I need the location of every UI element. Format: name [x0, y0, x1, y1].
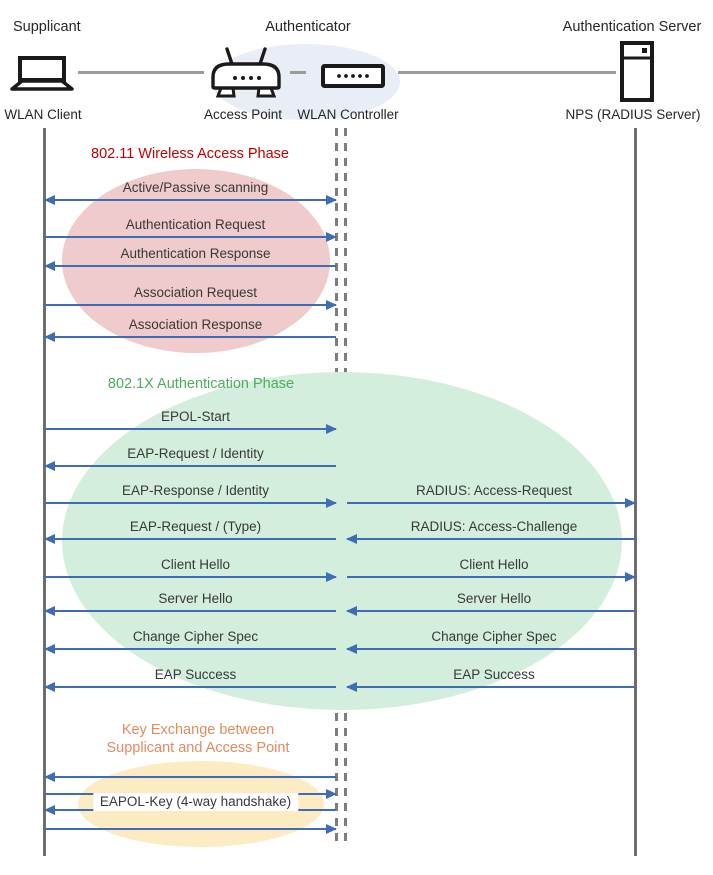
message-arrow-line [45, 199, 336, 201]
message-arrow-line [45, 648, 336, 650]
connector-line [290, 71, 306, 74]
arrowhead-left [44, 194, 55, 205]
arrowhead-right [625, 497, 636, 508]
device-label-wlan-client: WLAN Client [4, 107, 82, 122]
message-label: Authentication Response [120, 246, 271, 261]
arrowhead-right [625, 571, 636, 582]
arrowhead-left [44, 605, 55, 616]
arrowhead-left [44, 681, 55, 692]
message-label: EAP-Request / (Type) [129, 519, 262, 534]
message-label: Association Response [128, 317, 263, 332]
message-label: Active/Passive scanning [122, 180, 269, 195]
message-label: Change Cipher Spec [431, 629, 557, 644]
access-point-icon [211, 47, 281, 98]
message-arrow-line [347, 576, 635, 578]
message-arrow-line [347, 648, 635, 650]
phase-title-wireless-access: 802.11 Wireless Access Phase [91, 146, 289, 162]
message-arrow-line [45, 428, 336, 430]
message-label: RADIUS: Access-Challenge [410, 519, 578, 534]
message-label: EAPOL-Key (4-way handshake) [92, 793, 299, 811]
message-arrow-line [45, 538, 336, 540]
arrowhead-right [326, 194, 337, 205]
message-label: Association Request [133, 285, 258, 300]
message-label: EAP Success [453, 667, 535, 682]
wlan-controller-icon [321, 64, 385, 88]
arrowhead-left [346, 533, 357, 544]
message-label: EAP-Request / Identity [127, 446, 264, 461]
arrowhead-left [44, 804, 55, 815]
role-title-authentication-server: Authentication Server [562, 19, 702, 35]
arrowhead-left [346, 681, 357, 692]
message-label: EAP Success [154, 667, 237, 682]
message-label: EAP-Response / Identity [121, 483, 270, 498]
arrowhead-left [44, 260, 55, 271]
phase-title-key-exchange: Key Exchange between Supplicant and Acce… [78, 722, 318, 757]
message-arrow-line [347, 502, 635, 504]
message-arrow-line [45, 236, 336, 238]
lifeline-wlan-client [43, 128, 46, 856]
phase-ellipse-authentication [62, 372, 622, 710]
arrowhead-right [326, 788, 337, 799]
message-arrow-line [45, 265, 336, 267]
arrowhead-right [326, 423, 337, 434]
phase-title-line: Key Exchange between [121, 722, 275, 738]
message-arrow-line [45, 828, 336, 830]
phase-title-line: Supplicant and Access Point [106, 739, 290, 756]
message-label: Client Hello [459, 557, 529, 572]
server-icon [620, 41, 654, 102]
message-label: EPOL-Start [160, 409, 231, 424]
arrowhead-left [44, 331, 55, 342]
arrowhead-left [44, 460, 55, 471]
message-arrow-line [347, 538, 635, 540]
arrowhead-right [326, 231, 337, 242]
lifeline-radius-server [634, 128, 637, 856]
arrowhead-right [326, 299, 337, 310]
arrowhead-left [44, 533, 55, 544]
device-label-wlan-controller: WLAN Controller [297, 107, 399, 122]
arrowhead-left [44, 771, 55, 782]
message-label: Change Cipher Spec [132, 629, 259, 644]
arrowhead-left [346, 605, 357, 616]
message-label: Server Hello [456, 591, 532, 606]
connector-line [398, 71, 616, 74]
message-arrow-line [45, 576, 336, 578]
message-arrow-line [45, 776, 336, 778]
message-arrow-line [45, 686, 336, 688]
arrowhead-right [326, 571, 337, 582]
message-arrow-line [45, 304, 336, 306]
message-arrow-line [45, 610, 336, 612]
laptop-icon [10, 56, 74, 91]
device-label-nps-radius-server: NPS (RADIUS Server) [565, 107, 701, 122]
arrowhead-left [44, 643, 55, 654]
arrowhead-right [326, 497, 337, 508]
role-title-authenticator: Authenticator [265, 19, 351, 35]
phase-title-authentication: 802.1X Authentication Phase [107, 376, 295, 392]
message-arrow-line [45, 502, 336, 504]
connector-line [78, 71, 204, 74]
message-label: Authentication Request [125, 217, 266, 232]
arrowhead-left [346, 643, 357, 654]
message-arrow-line [45, 336, 336, 338]
message-label: Client Hello [160, 557, 231, 572]
message-label: Server Hello [158, 591, 233, 606]
role-title-supplicant: Supplicant [13, 19, 81, 35]
message-arrow-line [45, 465, 336, 467]
device-label-access-point: Access Point [203, 107, 283, 122]
message-arrow-line [347, 610, 635, 612]
message-label: RADIUS: Access-Request [415, 483, 573, 498]
arrowhead-right [326, 823, 337, 834]
message-arrow-line [347, 686, 635, 688]
